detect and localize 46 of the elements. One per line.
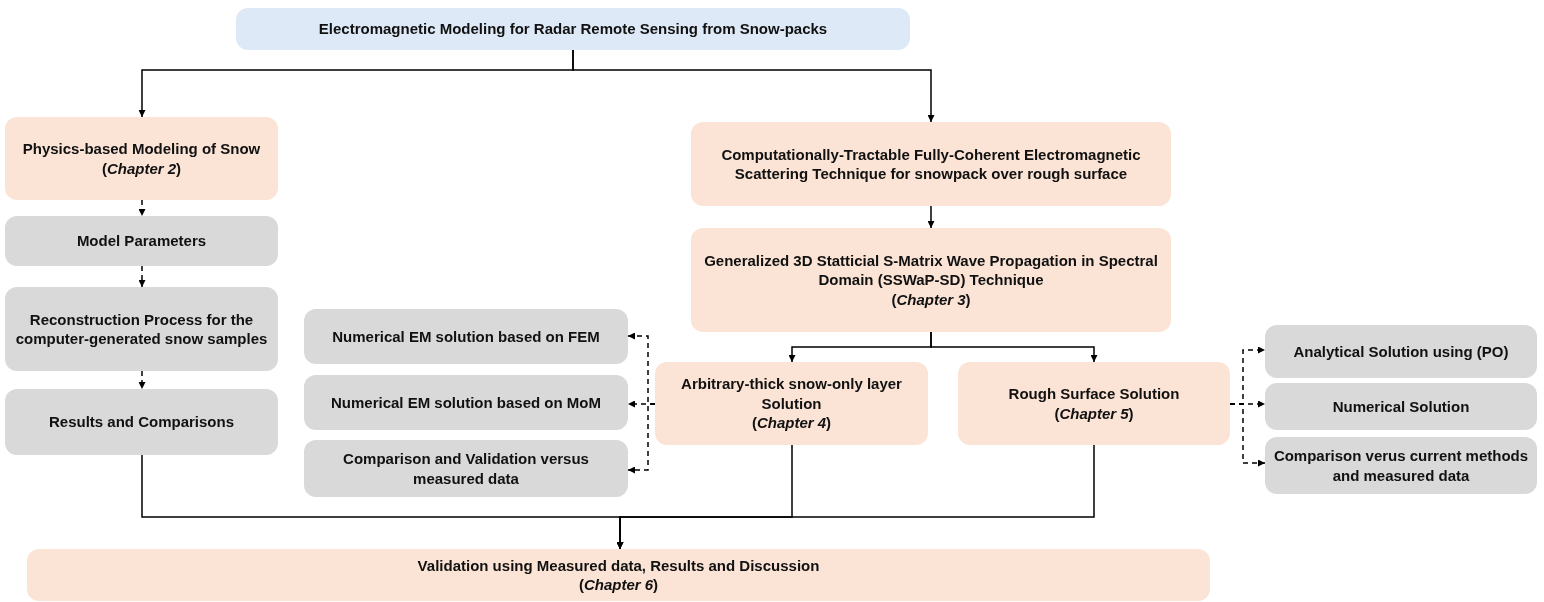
chapter-label: (Chapter 6) (578, 575, 659, 595)
arrow (927, 205, 935, 229)
process-box (1265, 383, 1537, 430)
process-box (958, 362, 1230, 445)
box-text: Physics-based Modeling of Snow (22, 139, 261, 159)
box-text: Comparison and Validation versus measured data (342, 449, 590, 488)
box-text: Generalized 3D Statticial S-Matrix Wave Propagation in Spectral Domain (SSWaP-SD) Technique (703, 250, 1159, 290)
title-box (236, 8, 910, 50)
box-text: Numerical EM solution based on FEM (332, 326, 600, 347)
box-text: Model Parameters (76, 231, 207, 251)
process-box (5, 287, 278, 371)
box-text: Rough Surface Solution (1008, 384, 1180, 404)
process-box (5, 389, 278, 455)
process-box (1265, 437, 1537, 494)
box-text: Electromagnetic Modeling for Radar Remote Sensing from Snow-packs (318, 19, 828, 39)
arrow (1229, 403, 1266, 467)
chapter-label: (Chapter 2) (101, 158, 182, 178)
process-box (5, 216, 278, 266)
arrow (616, 444, 1095, 550)
box-text: Arbitrary-thick snow-only layer Solution (680, 374, 903, 414)
process-box (5, 117, 278, 200)
arrow (138, 199, 146, 217)
process-box (304, 375, 628, 430)
box-text: Analytical Solution using (PO) (1293, 341, 1509, 362)
process-box (691, 122, 1171, 206)
box-text: Numerical EM solution based on MoM (331, 392, 601, 413)
arrow (930, 331, 1098, 363)
chapter-label: (Chapter 4) (751, 413, 832, 433)
box-text: Results and Comparisons (48, 412, 234, 432)
process-box (27, 549, 1210, 601)
process-box (1265, 325, 1537, 378)
box-text: Numerical Solution (1332, 396, 1470, 417)
box-text: Reconstruction Process for the computer-generated snow samples (14, 309, 269, 349)
box-text: Comparison verus current methods and measured data (1273, 446, 1529, 485)
arrow (138, 265, 146, 288)
arrow (138, 370, 146, 390)
process-box (691, 228, 1171, 332)
chapter-label: (Chapter 5) (1054, 403, 1134, 423)
process-box (304, 440, 628, 497)
arrow (572, 49, 935, 123)
chapter-label: (Chapter 3) (891, 289, 971, 310)
arrow (627, 403, 656, 474)
box-text: Computationally-Tractable Fully-Coherent Electromagnetic Scattering Technique for snowpack over rough surface (720, 144, 1142, 184)
process-box (655, 362, 928, 445)
process-box (304, 309, 628, 364)
box-text: Validation using Measured data, Results and Discussion (417, 555, 820, 575)
